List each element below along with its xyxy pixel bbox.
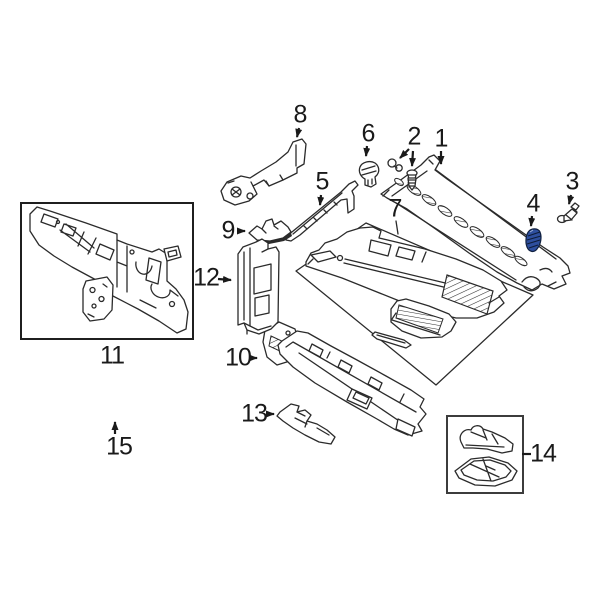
part-11-dash-panel[interactable]	[29, 206, 189, 334]
callout-label-9[interactable]: 9	[221, 216, 236, 245]
callout-label-13[interactable]: 13	[241, 399, 268, 428]
arrow-to-part-2-clip	[399, 148, 410, 159]
callout-arrows	[111, 127, 575, 456]
callout-label-5[interactable]: 5	[315, 167, 330, 196]
arrow-to-part-4	[528, 215, 536, 227]
arrow-to-part-2-screw	[409, 150, 417, 167]
arrow-to-part-6	[363, 145, 371, 157]
callout-label-10[interactable]: 10	[225, 343, 252, 372]
callout-label-14[interactable]: 14	[530, 439, 557, 468]
part-7-cowl-inner-assembly[interactable]	[305, 226, 508, 349]
callout-label-4[interactable]: 4	[526, 189, 541, 218]
part-3-screw[interactable]	[556, 202, 580, 224]
callout-label-2[interactable]: 2	[407, 122, 422, 151]
callout-label-15[interactable]: 15	[106, 432, 133, 461]
arrow-to-part-8	[295, 127, 303, 138]
part-12-bracket-panel[interactable]	[237, 238, 280, 335]
arrow-to-part-12	[217, 275, 232, 283]
part-6-clip[interactable]	[358, 160, 380, 188]
callout-label-7[interactable]: 7	[388, 194, 403, 223]
part-10-cowl-top-panel[interactable]	[262, 321, 427, 437]
part-1-cowl-vent-grille[interactable]	[380, 154, 571, 292]
callout-label-3[interactable]: 3	[565, 167, 580, 196]
part-8-bracket[interactable]	[220, 138, 307, 206]
vent-slots	[394, 177, 528, 267]
part-4-clip-highlighted[interactable]	[525, 228, 542, 253]
arrow-to-part-3	[567, 194, 575, 205]
part-5-reinforcement-strip[interactable]	[285, 180, 359, 242]
arrow-to-part-5	[317, 194, 325, 206]
callout-label-1[interactable]: 1	[434, 124, 449, 153]
callout-label-8[interactable]: 8	[293, 100, 308, 129]
callout-label-12[interactable]: 12	[193, 263, 220, 292]
callout-label-6[interactable]: 6	[361, 119, 376, 148]
part-14-parts[interactable]	[454, 425, 518, 487]
callout-label-11[interactable]: 11	[100, 341, 125, 370]
part-2-fasteners[interactable]	[387, 158, 418, 191]
part-13-bracket[interactable]	[276, 403, 336, 445]
part-11-box	[20, 202, 194, 340]
